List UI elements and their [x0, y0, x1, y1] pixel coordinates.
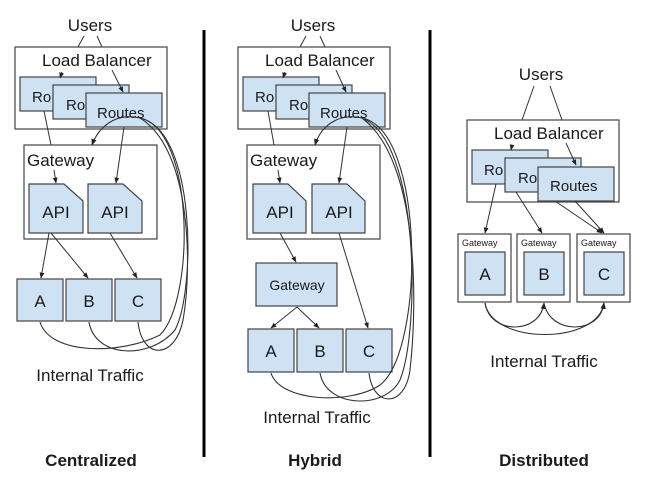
routes-label: Ro	[289, 97, 308, 114]
inner-gateway-label: Gateway	[269, 277, 324, 293]
edge	[43, 110, 52, 146]
users-label: Users	[519, 65, 563, 84]
edge-arrow	[270, 306, 298, 329]
edge-arrow	[52, 169, 58, 184]
edge-arrow	[515, 191, 543, 234]
service-label: A	[265, 342, 277, 361]
users-edge	[521, 85, 535, 121]
service-box-c[interactable]	[114, 278, 162, 322]
service-box-b[interactable]	[65, 278, 113, 322]
internal-traffic-label: Internal Traffic	[36, 366, 144, 385]
api-box[interactable]	[28, 183, 84, 234]
service-gateway-label: Gateway	[462, 238, 498, 248]
api-label: API	[42, 203, 69, 222]
api-label: API	[266, 203, 293, 222]
users-label: Users	[68, 16, 112, 35]
edge-arrow	[574, 200, 605, 234]
service-gateway-label: Gateway	[581, 238, 617, 248]
users-edge	[299, 35, 307, 48]
routes-label: Ro	[32, 89, 51, 106]
internal-traffic-curve	[361, 117, 415, 400]
service-box-b[interactable]	[523, 251, 565, 296]
routes-label: Ro	[255, 89, 274, 106]
service-box-a[interactable]	[464, 251, 506, 296]
edge-arrow	[279, 232, 297, 263]
api-box[interactable]	[311, 183, 366, 234]
panel-hybrid: Users Load Balancer Ro Ro Routes Gateway…	[237, 16, 415, 470]
api-label: API	[325, 203, 352, 222]
edge-arrow	[109, 232, 138, 279]
api-box[interactable]	[252, 183, 307, 234]
service-label: A	[34, 292, 46, 311]
service-gateway-label: Gateway	[521, 238, 557, 248]
internal-traffic-curve	[39, 116, 185, 350]
panel-centralized: Users Load Balancer Ro Ro Routes Gateway…	[14, 16, 189, 470]
edge-arrow	[39, 232, 50, 279]
edge-arrow	[483, 183, 497, 234]
users-edge	[96, 35, 103, 48]
routes-box[interactable]	[308, 92, 386, 128]
internal-traffic-curve	[88, 117, 189, 352]
edge-arrow	[335, 69, 347, 93]
gateway-label: Gateway	[250, 151, 318, 170]
users-edge	[77, 35, 85, 48]
routes-label: Routes	[97, 105, 145, 122]
internal-traffic-curve	[137, 117, 189, 351]
panel-distributed: Users Load Balancer Ro Ro Routes Gateway…	[457, 65, 631, 470]
service-label: B	[83, 292, 94, 311]
users-label: Users	[291, 16, 335, 35]
panel-title: Centralized	[45, 451, 137, 470]
edge-arrow	[565, 142, 577, 166]
service-box-a[interactable]	[247, 328, 295, 373]
routes-box[interactable]	[537, 166, 615, 202]
service-box-c[interactable]	[345, 328, 393, 373]
edge-arrow	[50, 232, 89, 279]
service-label: B	[538, 265, 549, 284]
gateway-label: Gateway	[27, 151, 95, 170]
edge-arrow	[337, 126, 348, 184]
edge-arrow	[59, 71, 64, 79]
service-label: C	[598, 265, 610, 284]
service-box-b[interactable]	[296, 328, 344, 373]
internal-traffic-curve	[484, 302, 606, 336]
panel-title: Hybrid	[288, 451, 342, 470]
internal-traffic-curve	[543, 302, 606, 328]
api-box[interactable]	[87, 183, 143, 234]
service-label: C	[132, 292, 144, 311]
service-box-c[interactable]	[583, 251, 625, 296]
service-label: A	[479, 265, 491, 284]
load-balancer-label: Load Balancer	[494, 124, 604, 143]
service-label: B	[314, 342, 325, 361]
routes-label: Ro	[484, 162, 503, 179]
internal-traffic-label: Internal Traffic	[263, 408, 371, 427]
internal-traffic-label: Internal Traffic	[490, 352, 598, 371]
edge-arrow	[276, 169, 282, 184]
routes-label: Routes	[550, 178, 598, 195]
inner-gateway-box[interactable]	[255, 262, 338, 307]
api-label: API	[101, 203, 128, 222]
routes-label: Routes	[320, 105, 368, 122]
internal-traffic-curve	[484, 302, 546, 328]
internal-traffic-curve	[319, 117, 413, 402]
service-box-a[interactable]	[16, 278, 64, 322]
edge-arrow	[338, 232, 369, 329]
load-balancer-label: Load Balancer	[42, 51, 152, 70]
edge-arrow	[114, 126, 125, 184]
users-edge	[319, 35, 326, 48]
edge-arrow	[509, 144, 515, 151]
routes-label: Ro	[66, 97, 85, 114]
edge-arrow	[282, 71, 287, 79]
routes-label: Ro	[518, 170, 537, 187]
edge-arrow	[296, 306, 320, 329]
load-balancer-label: Load Balancer	[265, 51, 375, 70]
edge-arrow	[554, 200, 603, 234]
service-label: C	[363, 342, 375, 361]
edge-arrow	[111, 69, 124, 93]
users-edge	[549, 85, 563, 121]
edge	[267, 110, 275, 146]
panel-title: Distributed	[499, 451, 589, 470]
